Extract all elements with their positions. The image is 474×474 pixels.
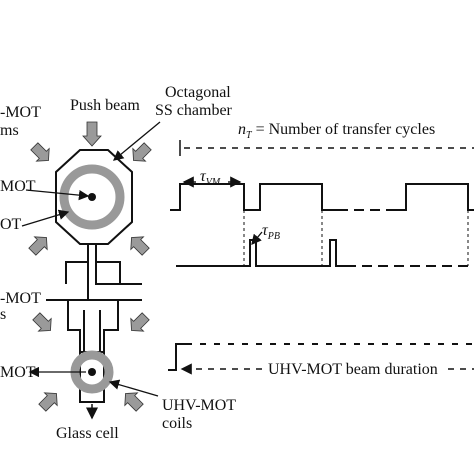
vhv-mot-cloud <box>88 193 96 201</box>
uhv-mot-cloud <box>88 368 96 376</box>
transfer-text: = Number of transfer cycles <box>251 121 436 138</box>
vhv-beam-waveform-end <box>394 183 474 211</box>
glass-cell-label: Glass cell <box>56 425 119 442</box>
tau-pb-sub: PB <box>267 231 280 243</box>
vhv-beams-label-line2: ms <box>0 122 19 139</box>
vhv-mot-label-2: OT <box>0 216 22 233</box>
push-beam-label: Push beam <box>70 97 140 114</box>
transfer-cycles-span <box>179 140 474 156</box>
tau-pb-pointer <box>251 231 263 245</box>
uhv-beam-arrows-lower <box>38 392 144 412</box>
coils-label-line1: UHV-MOT <box>162 397 237 414</box>
chamber-label-line2: SS chamber <box>155 102 232 119</box>
vhv-mot-ring <box>59 164 125 230</box>
tau-vm-var: τ <box>200 168 206 185</box>
coils-label-line2: coils <box>162 415 193 432</box>
push-beam-arrow <box>82 121 102 147</box>
transfer-sub: T <box>246 130 252 142</box>
uhv-mot-label: MOT <box>0 364 36 381</box>
vhv-beam-waveform <box>170 183 338 211</box>
tau-pb-var: τ <box>262 222 268 239</box>
tau-pb-label: τPB <box>262 222 280 245</box>
push-beam-waveform <box>176 239 346 267</box>
vhv-mot-label: MOT <box>0 178 36 195</box>
uhv-beam-arrows-upper <box>32 312 150 332</box>
transfer-tube <box>46 244 142 352</box>
uhv-duration-label: UHV-MOT beam duration <box>268 361 438 378</box>
vhv-beam-arrows <box>28 142 152 256</box>
transfer-cycles-label: nT = Number of transfer cycles <box>238 121 435 144</box>
vhv-beams-label-line1: -MOT <box>0 104 41 121</box>
tau-vm-label: τVM <box>200 168 220 191</box>
uhv-beams-label-line1: -MOT <box>0 290 41 307</box>
tau-vm-sub: VM <box>205 177 221 189</box>
pointer-lines <box>21 121 161 397</box>
chamber-label-line1: Octagonal <box>165 84 231 101</box>
uhv-beams-label-line2: s <box>0 306 7 323</box>
transfer-var: n <box>238 121 246 138</box>
